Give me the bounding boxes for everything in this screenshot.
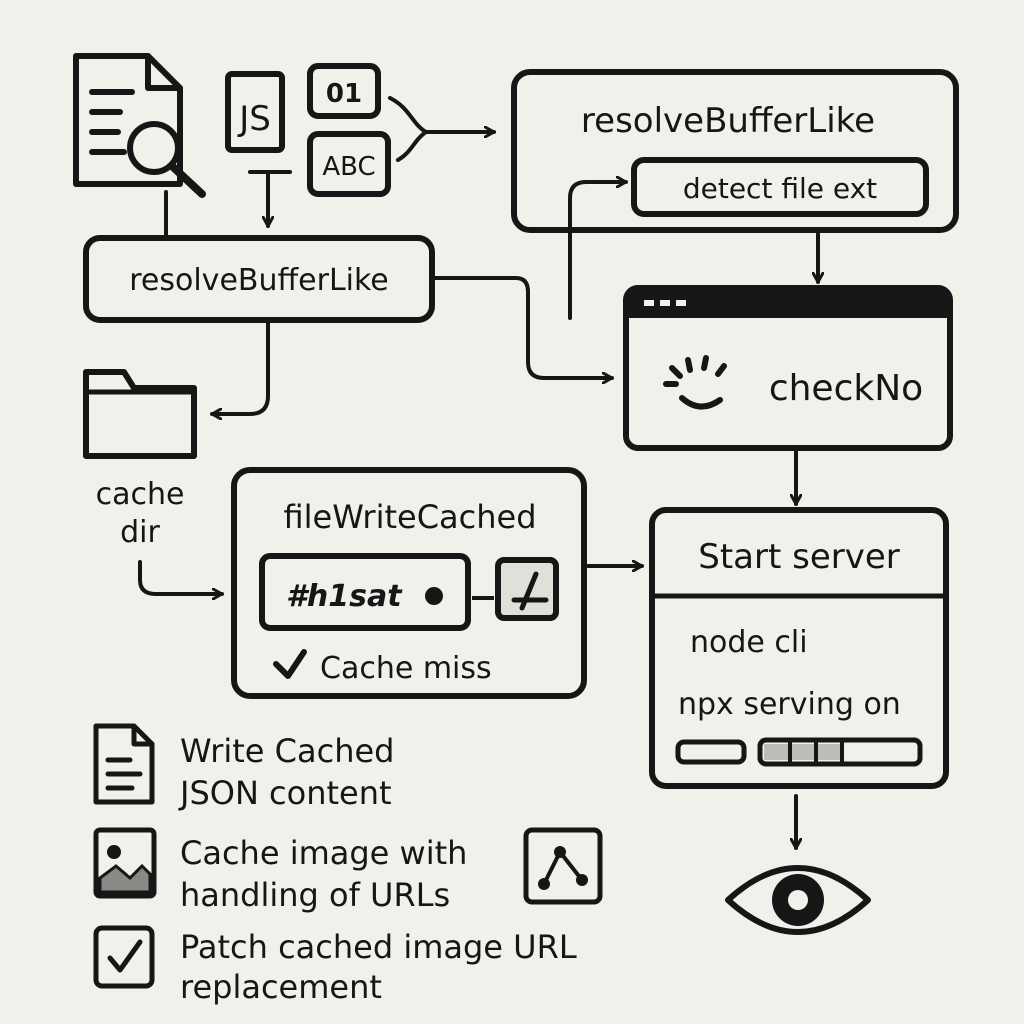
- detect-ext-label: detect file ext: [683, 172, 877, 205]
- document-search-icon: [73, 53, 206, 198]
- resolve-buffer-title-top: resolveBufferLike: [581, 101, 875, 141]
- text-icon: ABC: [307, 131, 391, 197]
- resolve-buffer-title-left: resolveBufferLike: [129, 263, 389, 298]
- legend-item-1-line-1: Write Cached: [180, 732, 394, 770]
- legend-image-icon: [93, 827, 157, 899]
- check-window: checkNo: [623, 285, 953, 451]
- binary-icon: 01: [307, 63, 381, 119]
- to-detect-arrow: [568, 182, 628, 320]
- status-pill: [675, 739, 747, 765]
- legend-checkbox-icon: [93, 925, 155, 989]
- cache-miss-label: Cache miss: [320, 651, 492, 686]
- resolve-buffer-box-left: resolveBufferLike: [83, 235, 435, 323]
- eye-icon: [725, 865, 871, 935]
- merge-arrow: [388, 96, 496, 162]
- checkmark-icon: [273, 649, 307, 679]
- server-line-1: node cli: [690, 625, 808, 660]
- js-down-arrow: [248, 170, 292, 228]
- cache-to-write-arrow: [138, 560, 224, 594]
- legend-item-3-line-1: Patch cached image URL: [180, 928, 577, 966]
- legend-item-1-line-2: JSON content: [178, 774, 392, 812]
- server-box: Start server node cli npx serving on: [649, 507, 949, 789]
- legend-item-3-line-2: replacement: [180, 968, 382, 1006]
- loading-spinner-icon: [663, 355, 727, 410]
- edit-icon: [495, 557, 559, 621]
- hash-dot: [425, 587, 443, 605]
- hash-label: #h1sat: [286, 579, 403, 614]
- cache-dir-label-1: cache: [96, 477, 185, 512]
- to-cache-dir-arrow: [210, 320, 270, 414]
- file-write-title: fileWriteCached: [283, 498, 536, 536]
- legend-document-icon: [93, 723, 155, 805]
- binary-label: 01: [326, 79, 362, 109]
- js-file-icon: JS: [225, 71, 285, 153]
- cache-dir-label-2: dir: [120, 515, 160, 550]
- legend-item-2-line-2: handling of URLs: [180, 876, 450, 914]
- detect-ext-box: [631, 157, 929, 217]
- progress-bar: [757, 737, 923, 767]
- network-icon: [523, 827, 603, 905]
- check-label: checkNo: [769, 368, 923, 409]
- js-label: JS: [237, 99, 271, 139]
- text-label: ABC: [322, 152, 375, 182]
- folder-icon: [83, 369, 197, 459]
- server-title: Start server: [698, 537, 900, 577]
- resolve-buffer-box-top: resolveBufferLike detect file ext: [511, 69, 959, 233]
- legend-item-2-line-1: Cache image with: [180, 834, 467, 872]
- file-write-box: fileWriteCached #h1sat Cache miss: [231, 467, 587, 699]
- server-line-2: npx serving on: [678, 687, 901, 722]
- to-check-arrow: [432, 276, 614, 378]
- hash-box: [259, 553, 471, 631]
